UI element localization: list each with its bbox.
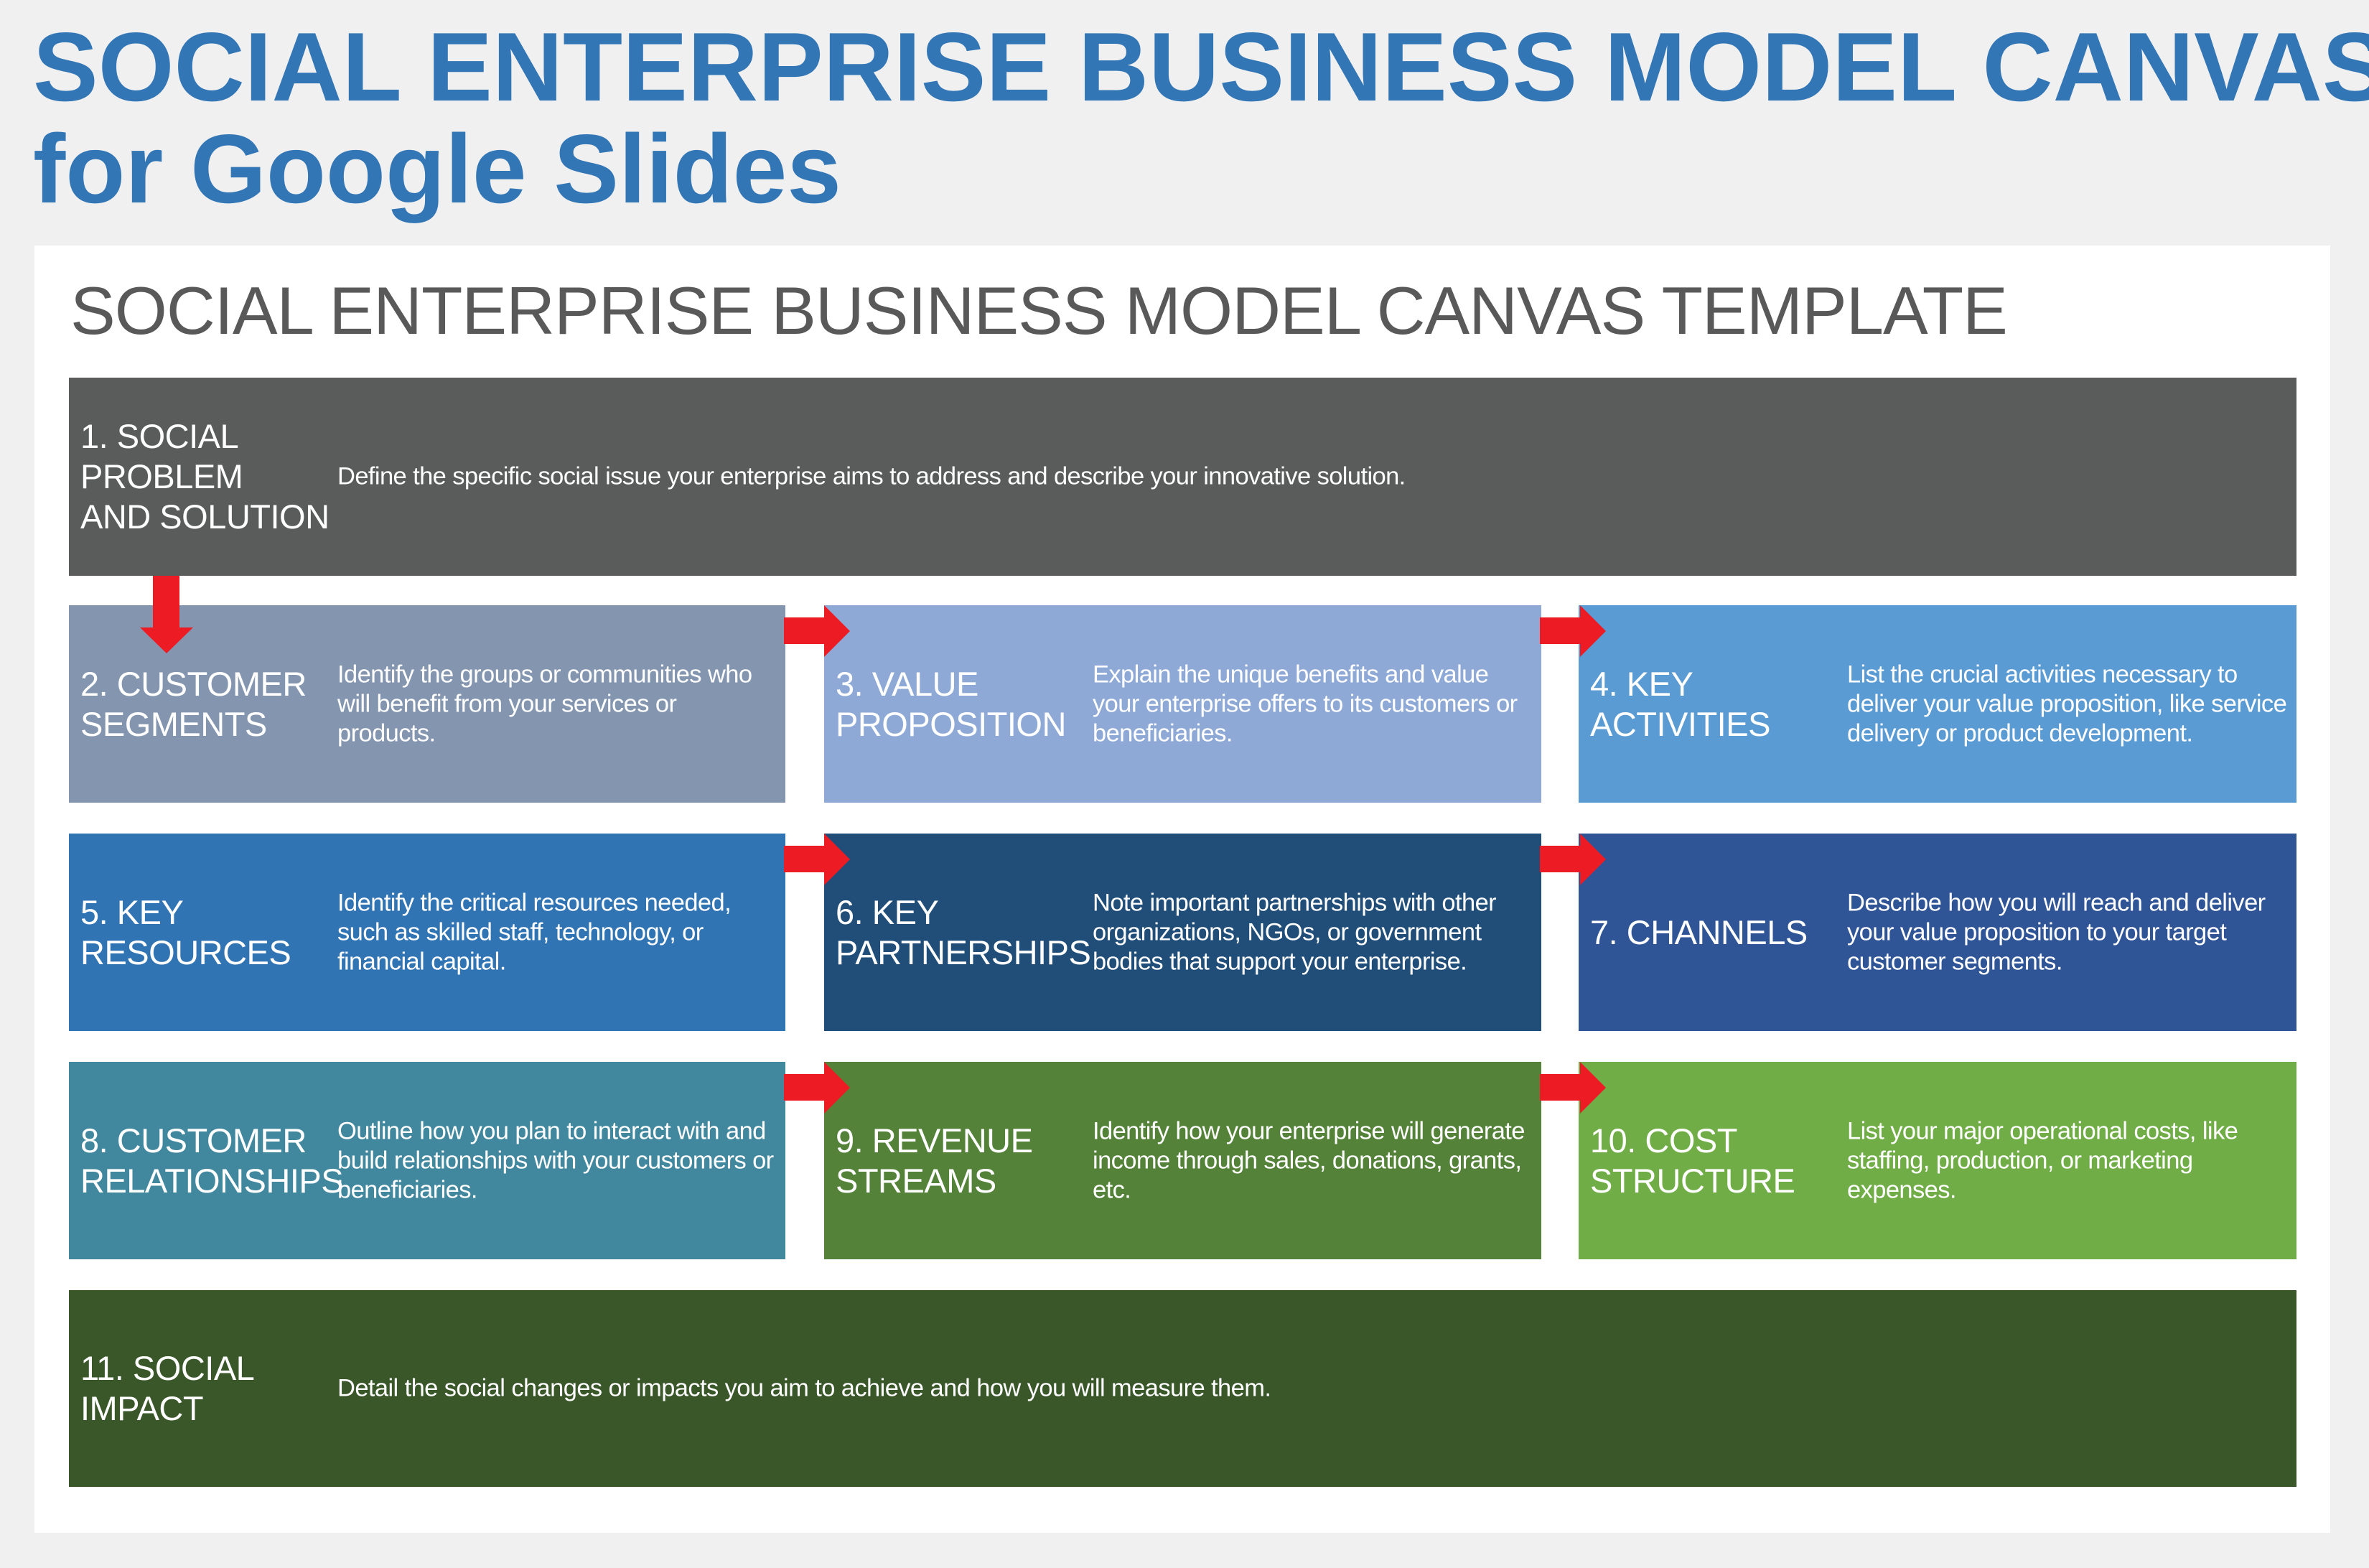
block-cost-structure: 10. COST STRUCTURE List your major opera… [1579,1062,2296,1259]
block-description: Define the specific social issue your en… [337,462,1406,490]
block-description: List the crucial activities necessary to… [1847,661,2287,747]
block-description: Explain the unique benefits and value yo… [1093,661,1518,747]
block-description: Note important partnerships with other o… [1093,889,1497,975]
right-arrow-shape [1540,605,1606,657]
down-arrow-icon [140,576,193,653]
right-arrow-icon [784,834,850,885]
page-title-line-2: for Google Slides [33,114,841,223]
page-title-line-1: SOCIAL ENTERPRISE BUSINESS MODEL CANVAS … [33,12,2369,121]
right-arrow-icon [1540,605,1606,657]
right-arrow-shape [1540,1062,1606,1114]
block-social-problem-and-solution: 1. SOCIAL PROBLEM AND SOLUTION Define th… [69,378,2296,576]
block-key-partnerships: 6. KEY PARTNERSHIPS Note important partn… [824,834,1541,1031]
block-revenue-streams: 9. REVENUE STREAMS Identify how your ent… [824,1062,1541,1259]
right-arrow-icon [784,1062,850,1114]
block-description: List your major operational costs, like … [1847,1117,2238,1203]
block-label: 11. SOCIAL IMPACT [80,1349,255,1427]
block-customer-segments: 2. CUSTOMER SEGMENTS Identify the groups… [69,605,785,803]
block-label: 4. KEY ACTIVITIES [1590,664,1770,743]
block-description: Identify the groups or communities who w… [337,661,752,747]
block-label: 8. CUSTOMER RELATIONSHIPS [80,1121,344,1200]
block-label: 10. COST STRUCTURE [1590,1121,1795,1200]
block-key-activities: 4. KEY ACTIVITIES List the crucial activ… [1579,605,2296,803]
right-arrow-shape [784,605,850,657]
right-arrow-icon [784,605,850,657]
block-label: 6. KEY PARTNERSHIPS [836,892,1091,971]
down-arrow-shape [140,576,193,653]
block-label: 7. CHANNELS [1590,913,1808,951]
block-description: Identify how your enterprise will genera… [1093,1117,1525,1203]
block-value-proposition: 3. VALUE PROPOSITION Explain the unique … [824,605,1541,803]
block-description: Detail the social changes or impacts you… [337,1374,1271,1402]
block-label: 2. CUSTOMER SEGMENTS [80,664,307,743]
block-social-impact: 11. SOCIAL IMPACT Detail the social chan… [69,1290,2296,1487]
right-arrow-shape [784,834,850,885]
block-label: 5. KEY RESOURCES [80,892,291,971]
block-label: 3. VALUE PROPOSITION [836,664,1066,743]
block-key-resources: 5. KEY RESOURCES Identify the critical r… [69,834,785,1031]
slide-title: SOCIAL ENTERPRISE BUSINESS MODEL CANVAS … [70,273,2008,348]
block-label: 1. SOCIAL PROBLEM AND SOLUTION [80,417,330,536]
right-arrow-icon [1540,834,1606,885]
block-customer-relationships: 8. CUSTOMER RELATIONSHIPS Outline how yo… [69,1062,785,1259]
block-description: Describe how you will reach and deliver … [1847,889,2266,975]
block-label: 9. REVENUE STREAMS [836,1121,1033,1200]
page-title: SOCIAL ENTERPRISE BUSINESS MODEL CANVAS … [33,12,2369,223]
right-arrow-icon [1540,1062,1606,1114]
right-arrow-shape [1540,834,1606,885]
block-description: Identify the critical resources needed, … [337,889,732,975]
block-description: Outline how you plan to interact with an… [337,1117,774,1203]
block-channels: 7. CHANNELS Describe how you will reach … [1579,834,2296,1031]
right-arrow-shape [784,1062,850,1114]
